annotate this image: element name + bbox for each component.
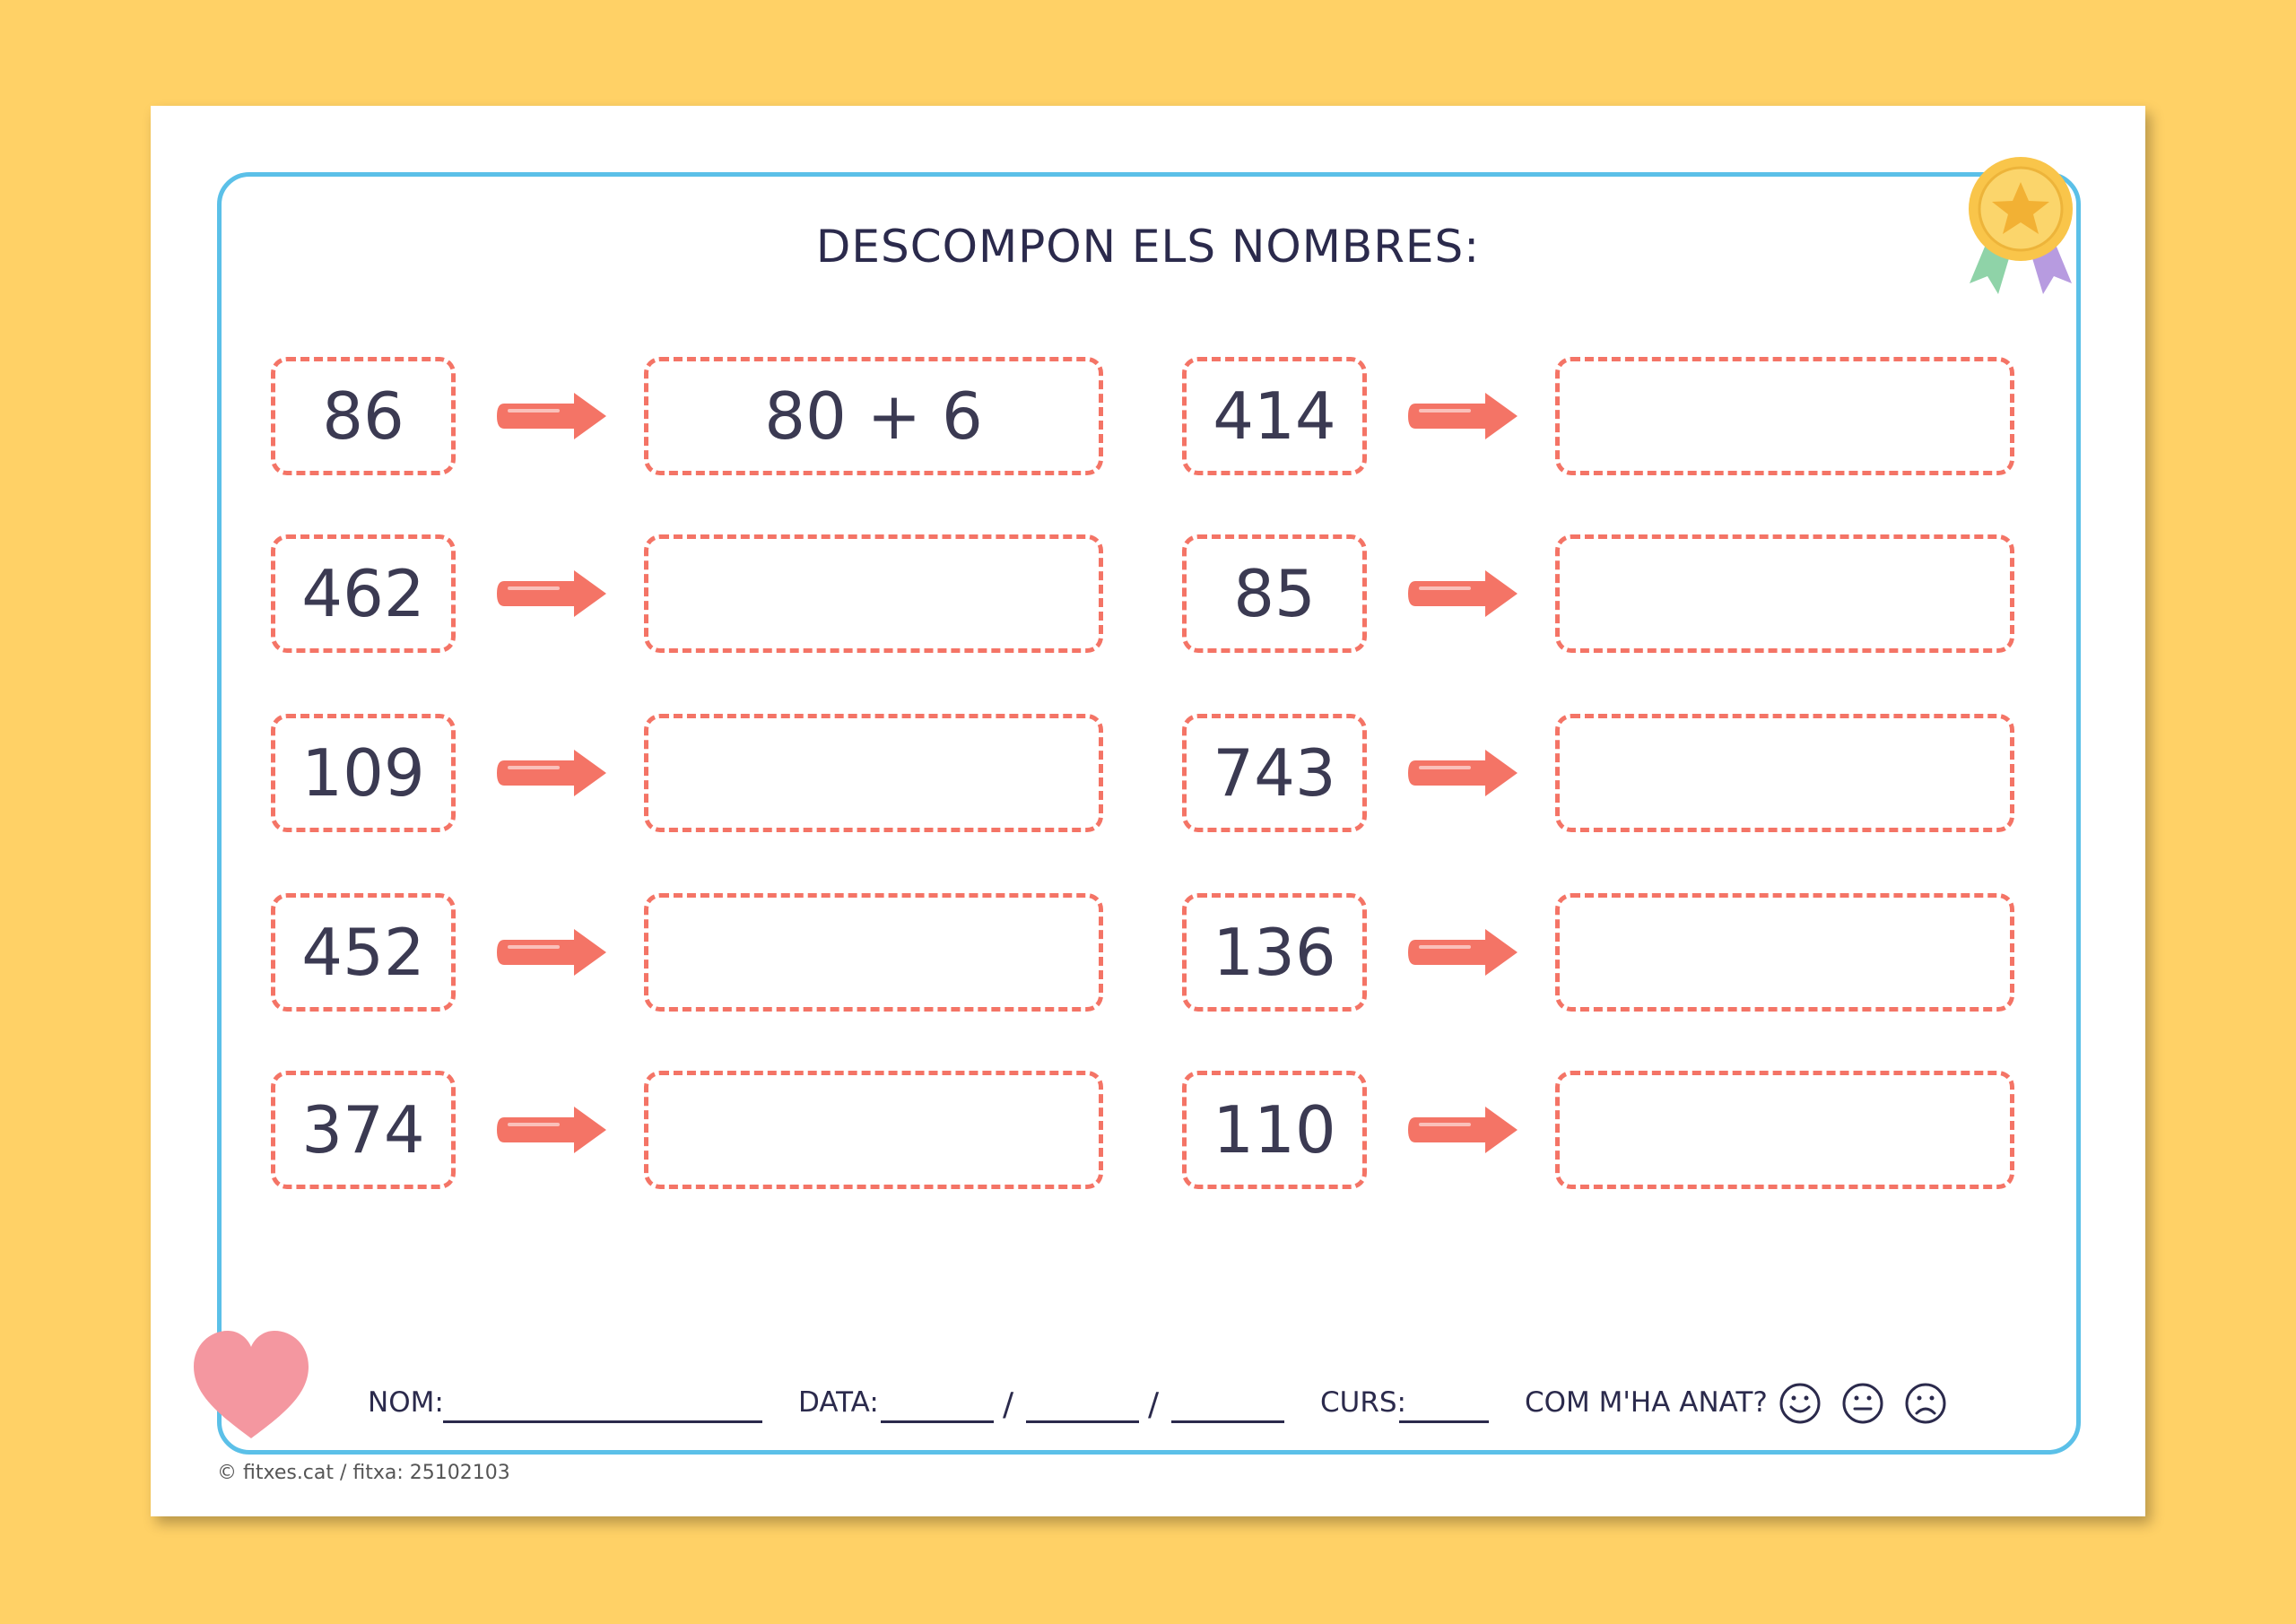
number-box: 452 bbox=[271, 893, 456, 1012]
copyright: © fitxes.cat / fitxa: 25102103 bbox=[217, 1462, 510, 1484]
happy-face-icon[interactable] bbox=[1778, 1381, 1822, 1426]
answer-box[interactable] bbox=[1555, 1071, 2014, 1189]
date-day-field[interactable] bbox=[881, 1420, 994, 1423]
answer-box[interactable] bbox=[1555, 893, 2014, 1012]
feeling-label: COM M'HA ANAT? bbox=[1525, 1386, 1768, 1419]
answer-box[interactable] bbox=[644, 714, 1103, 832]
arrow-icon bbox=[497, 1107, 606, 1153]
date-separator: / bbox=[1003, 1386, 1014, 1423]
heart-icon bbox=[194, 1331, 309, 1438]
answer-box[interactable] bbox=[1555, 357, 2014, 475]
number-box: 414 bbox=[1182, 357, 1367, 475]
number-box: 109 bbox=[271, 714, 456, 832]
arrow-icon bbox=[1408, 750, 1518, 796]
number-box: 86 bbox=[271, 357, 456, 475]
number-box: 110 bbox=[1182, 1071, 1367, 1189]
arrow-icon bbox=[1408, 393, 1518, 439]
answer-box[interactable]: 80 + 6 bbox=[644, 357, 1103, 475]
sad-face-icon[interactable] bbox=[1903, 1381, 1948, 1426]
number-box: 85 bbox=[1182, 534, 1367, 653]
arrow-icon bbox=[497, 393, 606, 439]
answer-box[interactable] bbox=[644, 534, 1103, 653]
course-field[interactable] bbox=[1399, 1420, 1489, 1423]
number-box: 462 bbox=[271, 534, 456, 653]
medal-icon bbox=[1969, 157, 2073, 294]
number-box: 136 bbox=[1182, 893, 1367, 1012]
page-title: DESCOMPON ELS NOMBRES: bbox=[815, 221, 1481, 273]
date-separator: / bbox=[1148, 1386, 1160, 1423]
number-box: 743 bbox=[1182, 714, 1367, 832]
arrow-icon bbox=[497, 570, 606, 617]
answer-box[interactable] bbox=[644, 893, 1103, 1012]
date-label: DATA: bbox=[798, 1386, 879, 1419]
worksheet-frame bbox=[217, 172, 2081, 1455]
neutral-face-icon[interactable] bbox=[1840, 1381, 1885, 1426]
footer: NOM: DATA: / / CURS: COM M'HA ANAT? bbox=[151, 1377, 2145, 1431]
arrow-icon bbox=[497, 750, 606, 796]
name-field[interactable] bbox=[443, 1420, 762, 1423]
course-label: CURS: bbox=[1320, 1386, 1406, 1419]
answer-box[interactable] bbox=[644, 1071, 1103, 1189]
arrow-icon bbox=[1408, 570, 1518, 617]
number-box: 374 bbox=[271, 1071, 456, 1189]
answer-box[interactable] bbox=[1555, 714, 2014, 832]
worksheet: DESCOMPON ELS NOMBRES: 86 80 + 6 462 109 452… bbox=[151, 106, 2145, 1516]
arrow-icon bbox=[1408, 1107, 1518, 1153]
date-month-field[interactable] bbox=[1026, 1420, 1139, 1423]
answer-box[interactable] bbox=[1555, 534, 2014, 653]
name-label: NOM: bbox=[368, 1386, 444, 1419]
arrow-icon bbox=[1408, 929, 1518, 976]
date-year-field[interactable] bbox=[1171, 1420, 1284, 1423]
arrow-icon bbox=[497, 929, 606, 976]
